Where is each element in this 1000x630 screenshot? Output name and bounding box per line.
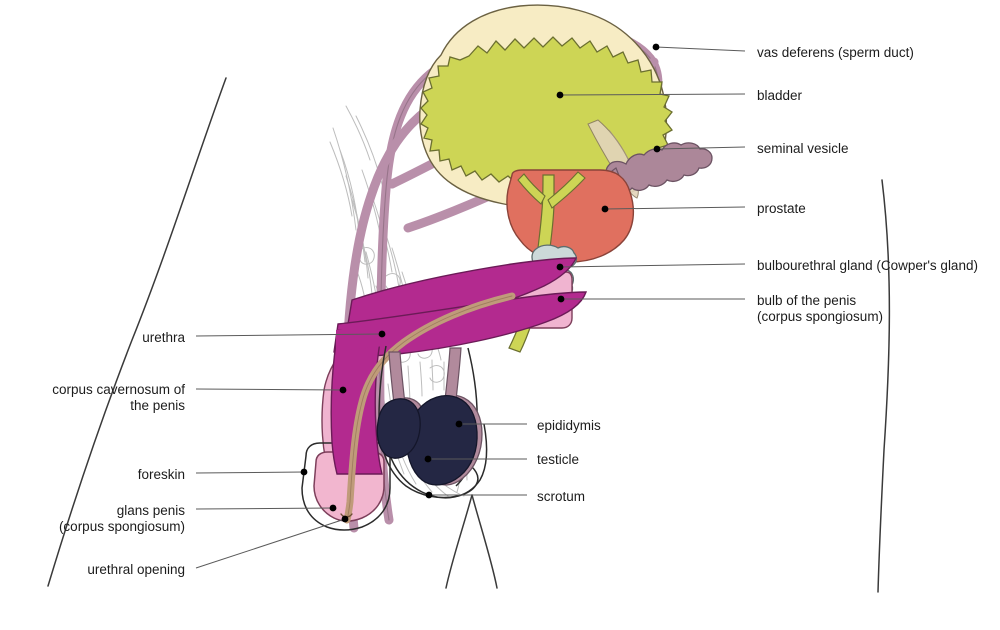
- leader-lines-group: [195, 43, 746, 569]
- inner-thigh-left: [445, 494, 473, 589]
- leader-dot-seminal-vesicle: [653, 145, 661, 153]
- cavernosum-merge: [336, 324, 384, 352]
- leader-line-foreskin: [195, 471, 305, 474]
- label-urethra[interactable]: urethra: [142, 330, 185, 345]
- leader-line-bladder: [559, 93, 746, 96]
- epididymis-duct-left: [388, 351, 406, 405]
- leader-dot-urethra: [378, 330, 386, 338]
- cavernosum-shaft: [330, 329, 383, 475]
- leader-dot-foreskin: [300, 468, 308, 476]
- label-scrotum[interactable]: scrotum: [537, 489, 586, 504]
- leader-dot-glans-penis: [329, 504, 337, 512]
- ejaculatory-duct-left: [517, 173, 546, 205]
- label-seminal-vesicle[interactable]: seminal vesicle: [757, 141, 849, 156]
- testicle-shape: [376, 395, 478, 486]
- label-foreskin[interactable]: foreskin: [137, 467, 185, 482]
- inner-thigh-right: [471, 494, 498, 589]
- label-epididymis[interactable]: epididymis: [537, 418, 601, 433]
- body-outline-right: [877, 179, 891, 593]
- leader-dot-testicle: [424, 455, 432, 463]
- label-bulbourethral-gland[interactable]: bulbourethral gland (Cowper's gland): [757, 258, 978, 273]
- leader-line-seminal-vesicle: [656, 146, 746, 150]
- urethra-tan-tube-edge: [346, 295, 513, 521]
- corpus-cavernosum-shape: [330, 257, 587, 475]
- leader-line-bulbourethral-gland: [559, 263, 746, 268]
- leader-dot-corpus-cavernosum: [339, 386, 347, 394]
- label-glans-penis[interactable]: glans penis (corpus spongiosum): [58, 503, 185, 534]
- leader-dot-bulb-of-penis: [557, 295, 565, 303]
- label-prostate[interactable]: prostate: [757, 201, 806, 216]
- leader-line-urethral-opening: [195, 518, 346, 569]
- leader-dot-bulbourethral-gland: [556, 263, 564, 271]
- body-outline-left: [47, 77, 227, 587]
- label-bulb-of-penis[interactable]: bulb of the penis (corpus spongiosum): [757, 293, 884, 324]
- testicle-left: [376, 398, 421, 459]
- scrotum-sac: [383, 419, 488, 499]
- leader-dot-vas-deferens: [652, 43, 660, 51]
- leader-dot-bladder: [556, 91, 564, 99]
- label-urethral-opening[interactable]: urethral opening: [87, 562, 185, 577]
- seminal-vesicle-lobes: [605, 142, 713, 193]
- leader-line-urethra: [195, 333, 383, 337]
- leader-line-prostate: [604, 206, 746, 210]
- foreskin-outline: [301, 442, 391, 531]
- label-corpus-cavernosum[interactable]: corpus cavernosum of the penis: [52, 382, 185, 413]
- label-vas-deferens[interactable]: vas deferens (sperm duct): [757, 45, 914, 60]
- leader-line-corpus-cavernosum: [195, 388, 344, 391]
- epididymis-duct-right: [444, 347, 462, 401]
- leader-line-vas-deferens: [655, 46, 746, 52]
- leader-line-glans-penis: [195, 507, 334, 510]
- leader-dot-epididymis: [455, 420, 463, 428]
- leader-dot-urethral-opening: [341, 515, 349, 523]
- label-testicle[interactable]: testicle: [537, 452, 580, 467]
- body-outline-group: [47, 77, 891, 593]
- leader-dot-scrotum: [425, 491, 433, 499]
- leader-dot-prostate: [601, 205, 609, 213]
- label-bladder[interactable]: bladder: [757, 88, 803, 103]
- ejaculatory-duct-right: [547, 171, 586, 209]
